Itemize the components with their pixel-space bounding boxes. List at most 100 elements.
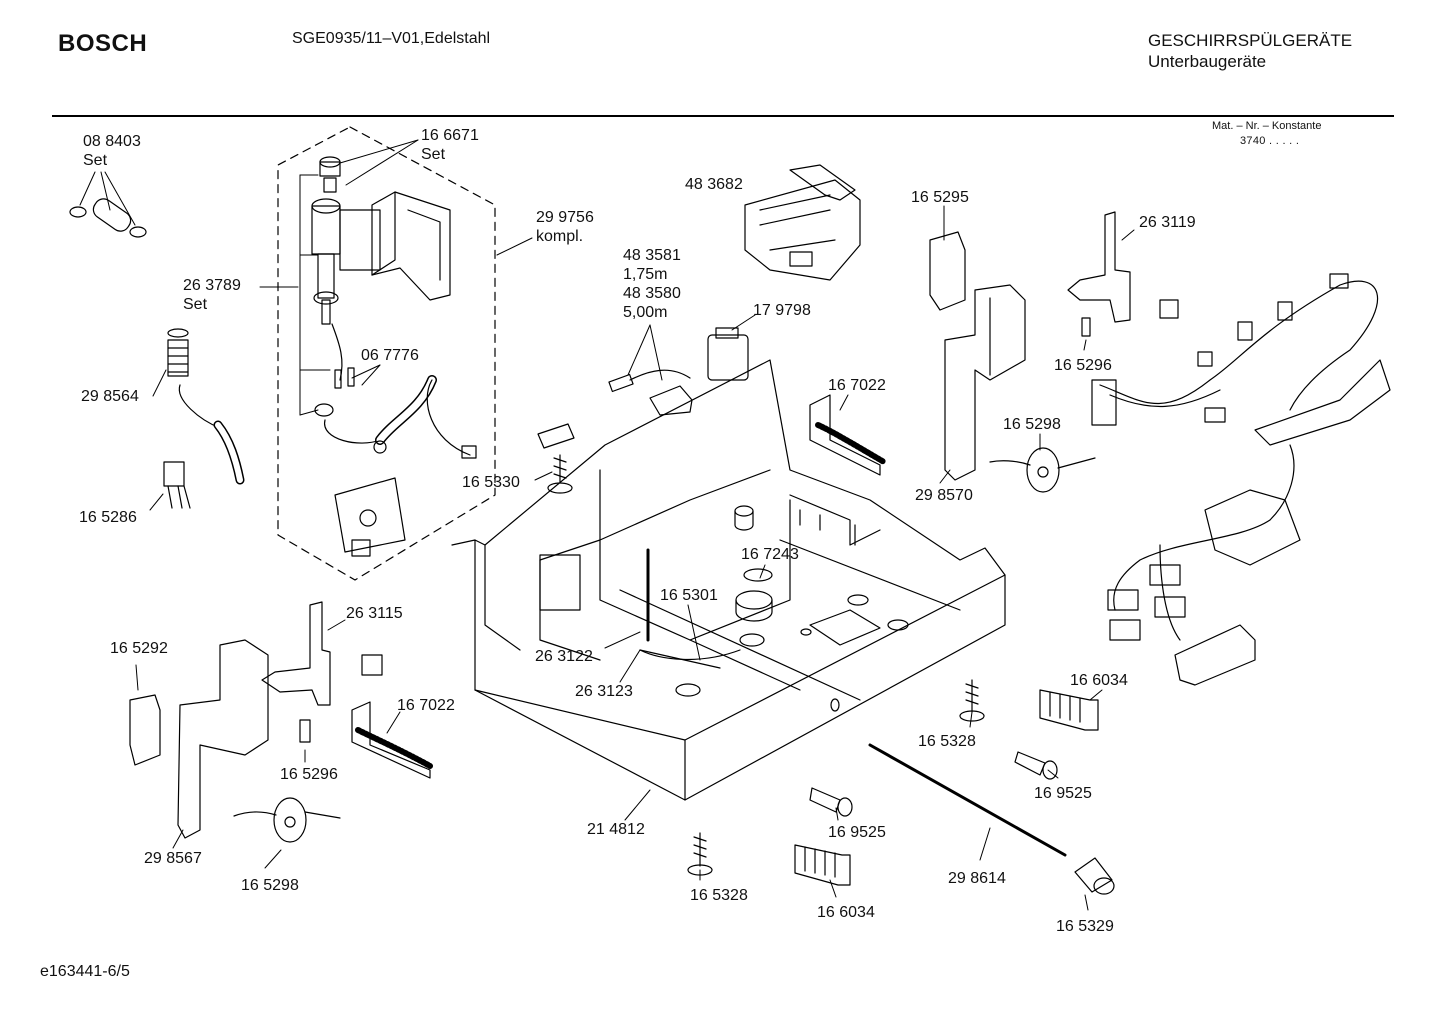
part-label-16-7022-left: 16 7022 [397,696,455,715]
part-label-16-9525-right: 16 9525 [1034,784,1092,803]
part-note: Set [183,296,208,313]
part-number: 16 6671 [421,127,479,144]
bracket-26-3119-drawing [1067,211,1179,337]
part-label-16-5298-left: 16 5298 [241,876,299,895]
drawing-code: e163441-6/5 [40,963,130,980]
part-number: 16 6034 [1070,672,1128,689]
part-label-26-3115: 26 3115 [346,604,403,623]
part-number: 06 7776 [361,347,419,364]
screw-16-9525-left-drawing [809,787,853,817]
part-label-29-8564: 29 8564 [81,387,139,406]
subcategory-title: Unterbaugeräte [1148,52,1267,71]
part-number: 29 9756 [536,209,594,226]
model-number: SGE0935/11–V01,Edelstahl [292,30,491,47]
float-switch-right-drawing [989,447,1096,493]
part-note: 1,75m [623,266,668,283]
part-label-16-5328-right: 16 5328 [918,732,976,751]
part-label-26-3119: 26 3119 [1139,213,1196,232]
float-switch-left-drawing [233,797,341,843]
pressure-switch-drawing [707,327,749,381]
clip-16-5296-left-drawing [299,719,311,743]
brand-logo: BOSCH [58,30,148,57]
part-number: 16 5330 [462,474,520,491]
part-number: 26 3789 [183,277,241,294]
part-number: 16 5329 [1056,918,1114,935]
part-number: 16 9525 [828,824,886,841]
part-number: 29 8567 [144,850,202,867]
part-number: 16 5295 [911,189,969,206]
leader-lines [79,139,1135,911]
bracket-26-3115-drawing [261,601,383,706]
part-label-26-3122: 26 3122 [535,647,593,666]
part-label-08-8403: 08 8403 Set [83,132,141,170]
part-note: Set [83,152,108,169]
material-number-label: Mat. – Nr. – Konstante [1212,120,1322,132]
connector-16-6034-left-drawing [794,844,851,886]
part-number: 16 5298 [241,877,299,894]
assembly-boundary [277,126,496,581]
part-label-29-8567: 29 8567 [144,849,202,868]
part-label-16-5301: 16 5301 [660,586,718,605]
header-divider [52,115,1394,117]
part-number: 16 5328 [690,887,748,904]
part-number: 26 3123 [575,683,633,700]
screw-16-5328-right-drawing [959,679,985,722]
part-number: 29 8614 [948,870,1006,887]
part-number: 29 8564 [81,388,139,405]
part-number: 16 7022 [828,377,886,394]
part-label-48-3581: 48 3581 1,75m 48 3580 5,00m [623,246,681,322]
part-number: 08 8403 [83,133,141,150]
screw-16-9525-right-drawing [1014,751,1058,780]
part-number: 16 9525 [1034,785,1092,802]
part-note: 5,00m [623,304,668,321]
part-number: 16 5296 [1054,357,1112,374]
heater-bracket-left-drawing [351,701,433,779]
part-number: 16 7022 [397,697,455,714]
part-label-16-5296-left: 16 5296 [280,765,338,784]
bracket-29-8567-drawing [129,639,269,839]
part-number: 16 5298 [1003,416,1061,433]
category-title: GESCHIRRSPÜLGERÄTE [1148,31,1353,50]
part-label-16-5329: 16 5329 [1056,917,1114,936]
part-label-48-3682: 48 3682 [685,175,743,194]
heater-bracket-right-drawing [809,394,887,476]
part-label-29-8570: 29 8570 [915,486,973,505]
part-label-16-5295: 16 5295 [911,188,969,207]
material-number-value: 3740 . . . . . [1240,135,1300,147]
part-label-06-7776: 06 7776 [361,346,419,365]
clip-drawing [163,461,191,509]
part-label-29-8614: 29 8614 [948,869,1006,888]
part-number: 16 5286 [79,509,137,526]
sensor-cable-drawing [608,369,693,416]
part-number: 16 5292 [110,640,168,657]
spring-hose-drawing [167,328,245,485]
part-label-16-9525-left: 16 9525 [828,823,886,842]
part-number: 17 9798 [753,302,811,319]
screw-16-5328-left-drawing [687,832,713,876]
connector-16-6034-right-drawing [1039,689,1099,731]
valve-assembly-drawing [311,156,477,557]
part-label-16-6034-right: 16 6034 [1070,671,1128,690]
part-label-16-5292: 16 5292 [110,639,168,658]
part-label-21-4812: 21 4812 [587,820,645,839]
part-label-16-7243: 16 7243 [741,545,799,564]
part-number: 48 3581 [623,247,681,264]
part-label-16-7022-right: 16 7022 [828,376,886,395]
part-number: 16 7243 [741,546,799,563]
base-tub-drawing [451,359,1006,801]
part-label-17-9798: 17 9798 [753,301,811,320]
part-number: 26 3119 [1139,214,1196,231]
part-label-16-5298-right: 16 5298 [1003,415,1061,434]
part-note: kompl. [536,228,584,245]
hose-set-drawing [69,198,147,238]
part-number: 16 5296 [280,766,338,783]
part-number: 48 3682 [685,176,743,193]
part-label-26-3789: 26 3789 Set [183,276,241,314]
bracket-29-8570-drawing [929,231,1026,481]
switch-and-screw-drawing [537,423,575,494]
part-label-16-5328-left: 16 5328 [690,886,748,905]
part-label-16-5286: 16 5286 [79,508,137,527]
part-label-29-9756: 29 9756 kompl. [536,208,594,246]
part-number: 26 3115 [346,605,403,622]
